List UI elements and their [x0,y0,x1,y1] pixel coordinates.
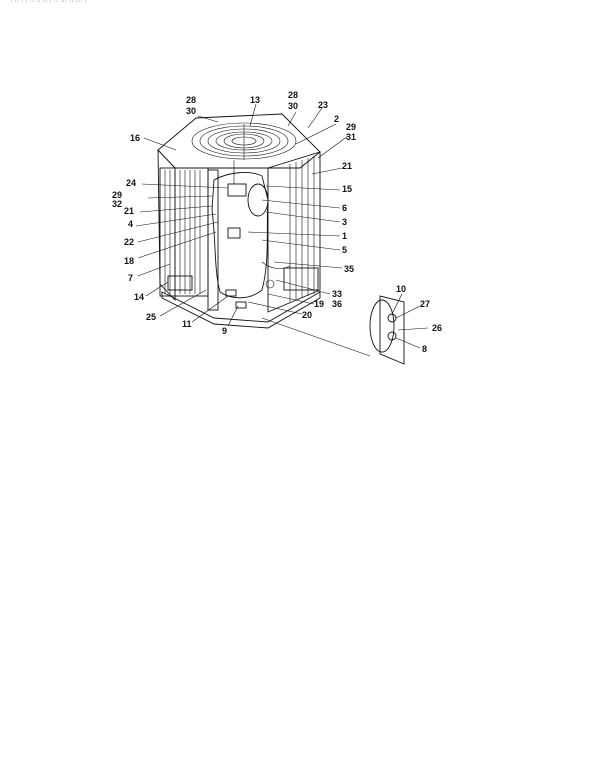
callout-label: 7 [128,273,133,283]
callout-label: 29 [346,122,356,132]
fan-grille [191,122,297,160]
callout-label: 27 [420,299,430,309]
service-valves [225,289,247,309]
callout-label: 10 [396,284,406,294]
callout-label: 33 [332,289,342,299]
left-coil-guard [159,167,209,297]
capacitor [227,227,241,239]
base-pan [161,291,321,329]
corner-post-left [207,169,219,311]
callout-label: 6 [342,203,347,213]
compressor [247,183,269,217]
callout-label: 30 [288,101,298,111]
right-coil-guard [267,151,321,313]
callout-label: 14 [134,292,144,302]
callout-label: 36 [332,299,342,309]
callout-label: 18 [124,256,134,266]
callout-label: 21 [124,206,134,216]
callout-label: 22 [124,237,134,247]
top-header-fragment: · ·· · · ·· ·· ·· · ·· ··· ·· ··· · [10,0,87,5]
coil-fins-bottom [167,267,319,291]
callout-label: 5 [342,245,347,255]
callout-label: 35 [344,264,354,274]
callout-label: 28 [186,95,196,105]
callout-label: 32 [112,199,122,209]
callout-label: 1 [342,231,347,241]
callout-label: 16 [130,133,140,143]
callout-label: 28 [288,90,298,100]
callout-label: 23 [318,100,328,110]
header-text: · ·· · · ·· ·· ·· · ·· ··· ·· ··· · [10,0,87,5]
callout-label: 26 [432,323,442,333]
cutaway-internal [211,160,291,299]
callout-label: 11 [182,319,192,329]
callout-label: 24 [126,178,136,188]
control-box [227,183,247,197]
left-side-panel [157,148,176,302]
callout-label: 21 [342,161,352,171]
callout-labels: 28 30 13 28 30 23 2 29 31 16 21 24 15 29… [112,90,442,354]
callout-label: 30 [186,106,196,116]
condenser-unit [157,113,321,329]
callout-label: 19 [314,299,324,309]
callout-label: 31 [346,132,356,142]
callout-label: 2 [334,114,339,124]
callout-label: 4 [128,219,133,229]
callout-label: 3 [342,217,347,227]
callout-label: 9 [222,326,227,336]
leader-lines [135,103,429,349]
callout-label: 29 [112,190,122,200]
callout-label: 13 [250,95,260,105]
callout-label: 25 [146,312,156,322]
callout-label: 15 [342,184,352,194]
callout-label: 20 [302,310,312,320]
valve-detail-inset [261,295,405,365]
callout-label: 8 [422,344,427,354]
